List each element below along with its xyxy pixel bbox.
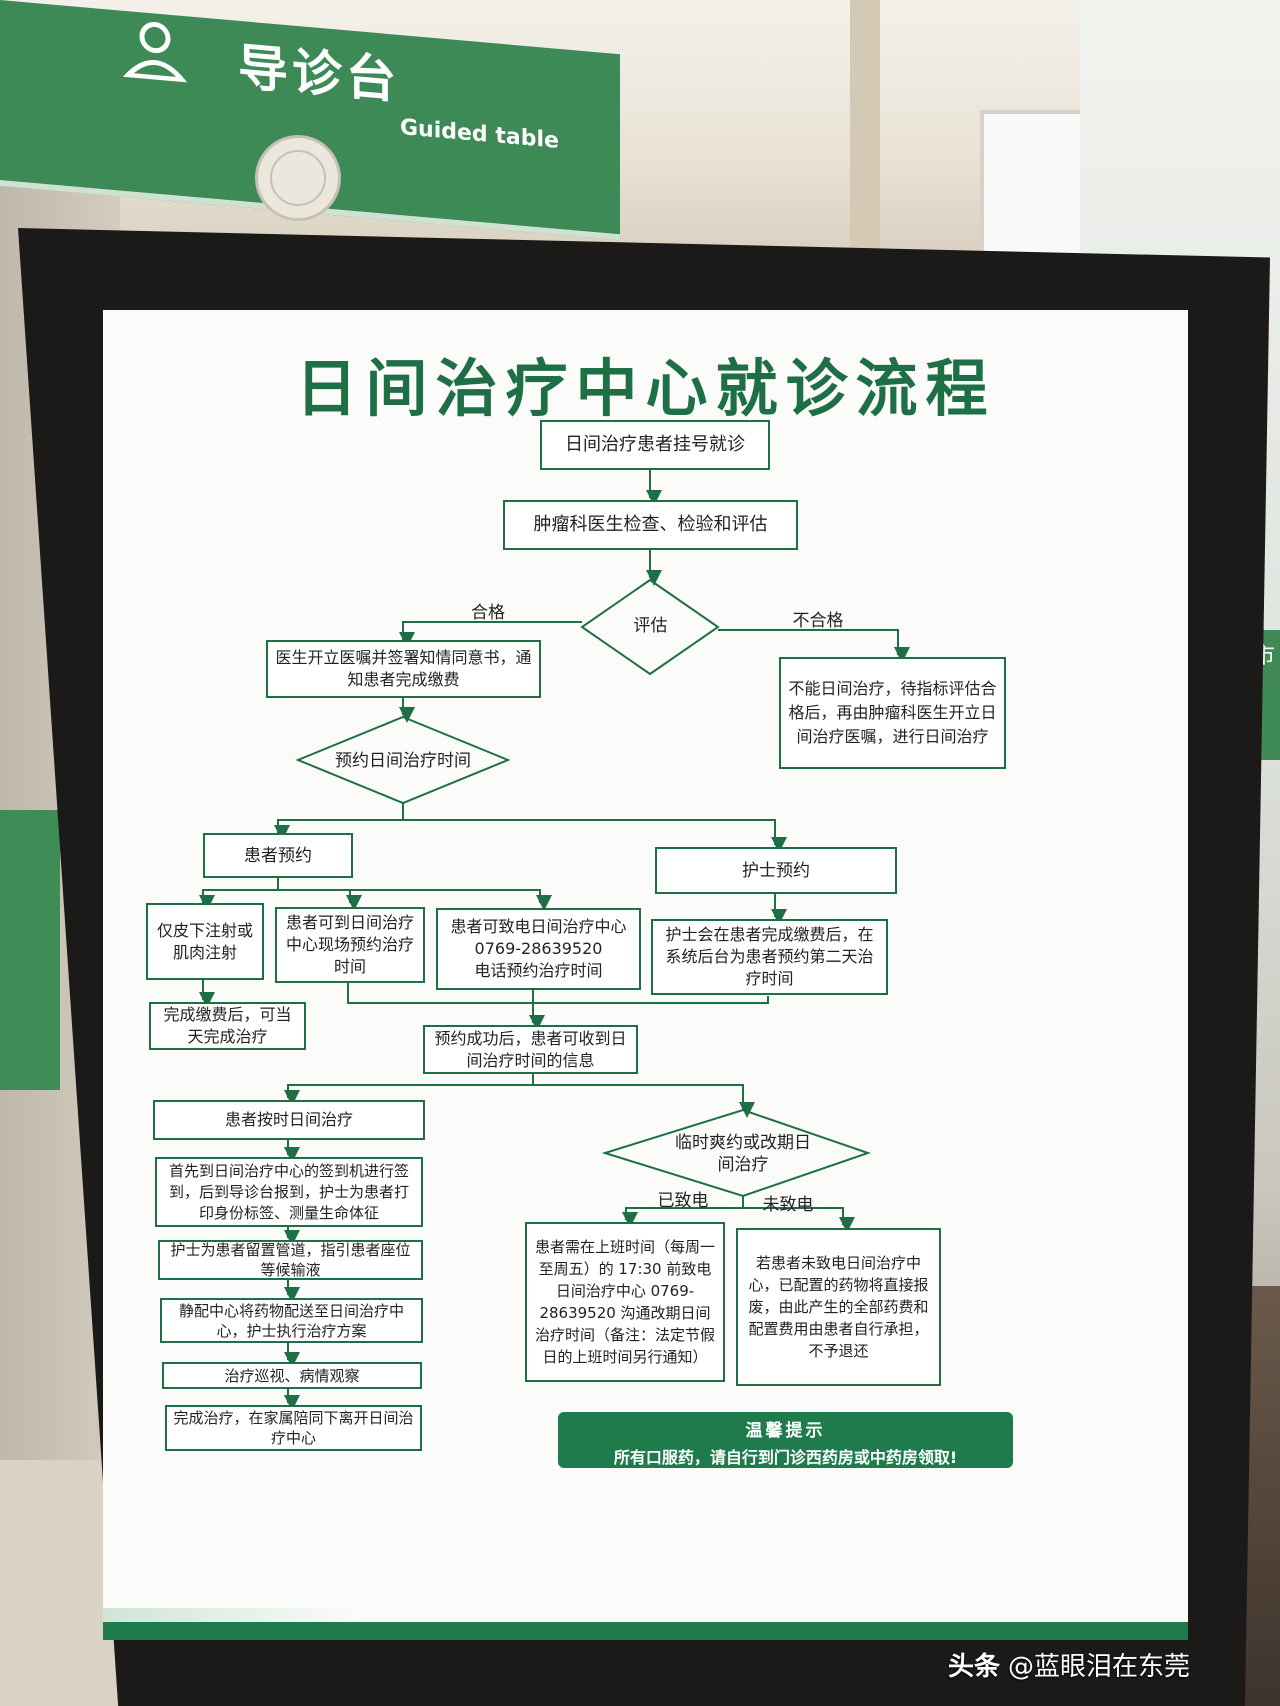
step-order: 医生开立医嘱并签署知情同意书，通知患者完成缴费	[266, 640, 541, 698]
step-sign-in: 首先到日间治疗中心的签到机进行签到，后到导诊台报到，护士为患者打印身份标签、测量…	[155, 1157, 423, 1227]
warm-tip-title: 温馨提示	[745, 1421, 826, 1441]
label-pass: 合格	[471, 603, 505, 623]
warm-tip-text: 所有口服药，请自行到门诊西药房或中药房领取!	[613, 1448, 958, 1467]
phone-book-line1: 患者可致电日间治疗中心	[450, 917, 627, 936]
step-phone-book: 患者可致电日间治疗中心 0769-28639520 电话预约治疗时间	[436, 908, 641, 990]
watermark-brand: 头条	[948, 1652, 1001, 1682]
step-same-day: 完成缴费后，可当天完成治疗	[149, 1002, 306, 1050]
step-nurse-book: 护士预约	[655, 847, 897, 894]
step-called-detail: 患者需在上班时间（每周一至周五）的 17:30 前致电日间治疗中心 0769-2…	[525, 1222, 725, 1382]
step-exam: 肿瘤科医生检查、检验和评估	[503, 500, 798, 550]
poster-title: 日间治疗中心就诊流程	[295, 352, 996, 425]
step-on-time: 患者按时日间治疗	[153, 1100, 425, 1140]
phone-book-line3: 电话预约治疗时间	[474, 961, 603, 980]
poster-footer-band	[103, 1622, 1188, 1640]
label-fail: 不合格	[792, 611, 844, 631]
phone-book-phone: 0769-28639520	[474, 939, 603, 958]
step-finish: 完成治疗，在家属陪同下离开日间治疗中心	[165, 1405, 422, 1451]
step-dispense: 静配中心将药物配送至日间治疗中心，护士执行治疗方案	[160, 1298, 423, 1343]
label-not-called: 未致电	[762, 1195, 814, 1215]
step-booked-info: 预约成功后，患者可收到日间治疗时间的信息	[423, 1025, 638, 1074]
green-counter	[0, 810, 60, 1090]
step-injection: 仅皮下注射或肌肉注射	[146, 903, 264, 980]
step-onsite-book: 患者可到日间治疗中心现场预约治疗时间	[275, 907, 425, 983]
watermark-handle: @蓝眼泪在东莞	[1008, 1652, 1191, 1682]
step-cannula: 护士为患者留置管道，指引患者座位等候输液	[158, 1240, 423, 1280]
guide-desk-subtitle: Guided table	[400, 114, 559, 154]
warm-tip: 温馨提示 所有口服药，请自行到门诊西药房或中药房领取!	[558, 1412, 1013, 1468]
guide-desk-title: 导诊台	[238, 37, 400, 110]
step-round: 治疗巡视、病情观察	[162, 1362, 422, 1389]
pillar	[850, 0, 880, 250]
decision-evaluate: 评估	[633, 616, 668, 636]
step-not-called-detail: 若患者未致电日间治疗中心，已配置的药物将直接报废，由此产生的全部药费和配置费用由…	[736, 1228, 941, 1386]
poster-footer-accent	[103, 1608, 363, 1622]
flowchart-poster: 日间治疗中心就诊流程 日间治疗患者挂号就诊 肿瘤科医生检查、检验和评估 评估 合…	[103, 310, 1188, 1640]
step-patient-book: 患者预约	[203, 833, 353, 878]
flow-connectors	[199, 470, 910, 1411]
decision-cancel: 临时爽约或改期日间治疗	[675, 1133, 811, 1175]
step-not-eligible: 不能日间治疗，待指标评估合格后，再由肿瘤科医生开立日间治疗医嘱，进行日间治疗	[779, 657, 1006, 769]
decision-book-time: 预约日间治疗时间	[335, 751, 471, 771]
watermark: 头条@蓝眼泪在东莞	[948, 1646, 1190, 1683]
step-register: 日间治疗患者挂号就诊	[540, 420, 770, 470]
step-nurse-detail: 护士会在患者完成缴费后，在系统后台为患者预约第二天治疗时间	[651, 919, 888, 995]
hospital-seal-logo	[255, 135, 341, 221]
guide-desk-sign: 导诊台 Guided table	[0, 0, 620, 241]
label-called: 已致电	[657, 1191, 709, 1211]
nurse-icon	[122, 22, 188, 83]
